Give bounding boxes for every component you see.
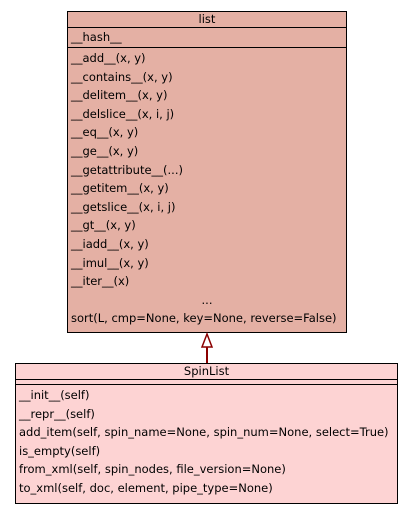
method-row: __gt__(x, y) [71,218,136,233]
method-row: __getitem__(x, y) [71,181,169,196]
method-row: __repr__(self) [19,406,95,421]
class-box-spinlist: SpinList __init__(self) __repr__(self) a… [15,363,398,504]
class-box-list: list __hash__ __add__(x, y) __contains__… [67,11,347,333]
class-title-spinlist: SpinList [16,364,397,380]
method-row: __getattribute__(...) [71,162,183,177]
method-row: sort(L, cmp=None, key=None, reverse=Fals… [71,311,337,326]
method-section-spinlist: __init__(self) __repr__(self) add_item(s… [16,385,397,499]
method-row: __getslice__(x, i, j) [71,199,176,214]
method-section-list: __add__(x, y) __contains__(x, y) __delit… [68,48,346,329]
method-row: __add__(x, y) [71,51,146,65]
method-row: is_empty(self) [19,443,101,458]
attribute-section-spinlist [16,380,397,385]
method-row: from_xml(self, spin_nodes, file_version=… [19,462,286,477]
method-row: __delitem__(x, y) [71,88,168,103]
method-row: add_item(self, spin_name=None, spin_num=… [19,425,389,440]
attribute-hash: __hash__ [71,30,122,44]
method-row: __delslice__(x, i, j) [71,106,175,121]
method-row: __iter__(x) [71,274,130,289]
method-row: __init__(self) [19,388,90,402]
method-row: __eq__(x, y) [71,125,139,140]
method-ellipsis: ... [201,292,213,307]
inheritance-triangle-icon [200,331,214,348]
method-row: __iadd__(x, y) [71,236,149,251]
attribute-section-list: __hash__ [68,28,346,48]
method-row: __ge__(x, y) [71,143,139,158]
class-title-list: list [68,12,346,28]
method-row: __imul__(x, y) [71,255,149,270]
method-row: __contains__(x, y) [71,69,173,84]
method-row: to_xml(self, doc, element, pipe_type=Non… [19,480,273,495]
